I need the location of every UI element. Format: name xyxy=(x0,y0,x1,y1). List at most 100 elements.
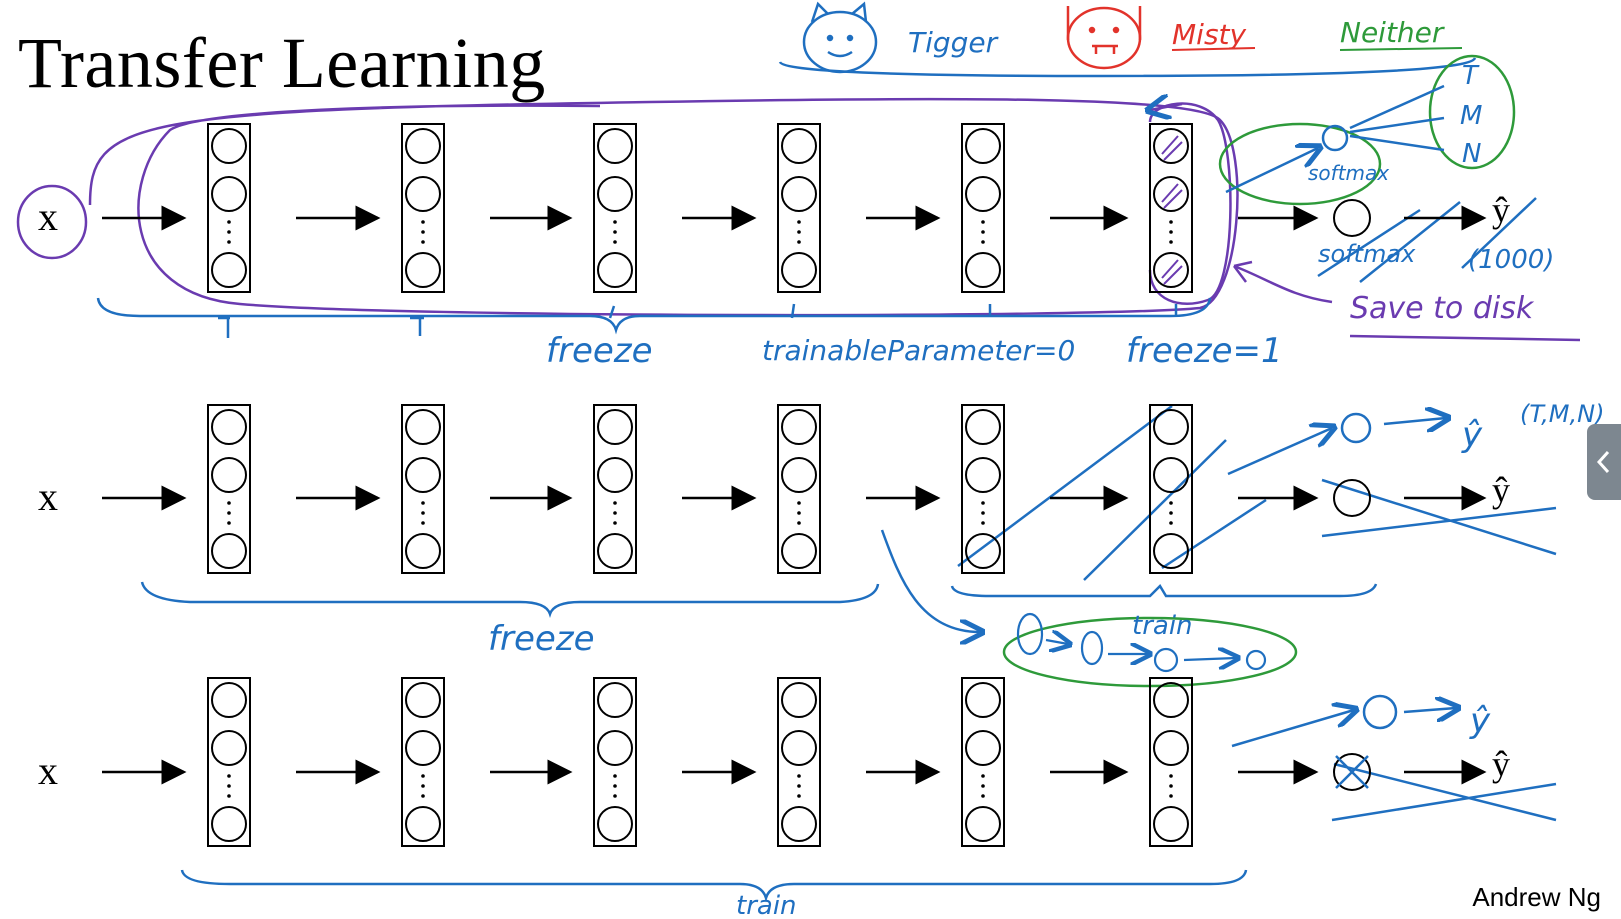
neuron xyxy=(597,806,633,842)
ellipsis-dot xyxy=(797,511,801,515)
row1-freeze-label: freeze xyxy=(546,331,653,371)
layer-box xyxy=(207,677,251,847)
neuron xyxy=(1153,252,1189,288)
output-neuron xyxy=(1333,479,1371,517)
network-rows: x ŷ x ŷ x ŷ xyxy=(38,123,1510,847)
ellipsis-dot xyxy=(227,784,231,788)
ellipsis-dot xyxy=(981,230,985,234)
row2-train-label: train xyxy=(1132,611,1193,641)
ellipsis-dot xyxy=(981,521,985,525)
slide-title: Transfer Learning xyxy=(18,23,546,103)
neuron xyxy=(211,176,247,212)
ellipsis-dot xyxy=(227,230,231,234)
neuron xyxy=(211,409,247,445)
new-softmax-group: softmax T M N xyxy=(1218,54,1516,206)
ellipsis-dot xyxy=(227,220,231,224)
neuron xyxy=(597,252,633,288)
layer-box xyxy=(1149,677,1193,847)
neuron xyxy=(597,176,633,212)
neuron xyxy=(781,730,817,766)
ellipsis-dot xyxy=(1169,240,1173,244)
layer-box xyxy=(593,677,637,847)
output-M: M xyxy=(1460,101,1482,131)
neuron xyxy=(405,730,441,766)
ellipsis-dot xyxy=(613,501,617,505)
ellipsis-dot xyxy=(421,794,425,798)
neuron xyxy=(965,806,1001,842)
layer-box xyxy=(777,404,821,574)
neuron xyxy=(1153,730,1189,766)
output-yhat-label: ŷ xyxy=(1492,190,1510,230)
ellipsis-dot xyxy=(1169,511,1173,515)
ellipsis-dot xyxy=(613,240,617,244)
ellipsis-dot xyxy=(1169,501,1173,505)
input-x-label: x xyxy=(38,474,58,519)
neuron xyxy=(405,806,441,842)
author-credit: Andrew Ng xyxy=(1472,882,1601,912)
neuron xyxy=(965,682,1001,718)
output-N: N xyxy=(1462,139,1481,169)
layer-box xyxy=(593,123,637,293)
class-label-misty: Misty xyxy=(1172,18,1247,51)
neuron xyxy=(965,457,1001,493)
neuron xyxy=(781,533,817,569)
hatch-mark xyxy=(1161,259,1183,285)
input-x-label: x xyxy=(38,194,58,239)
ellipsis-dot xyxy=(981,511,985,515)
layer-box xyxy=(1149,123,1193,293)
neuron xyxy=(965,409,1001,445)
ellipsis-dot xyxy=(613,774,617,778)
neuron xyxy=(405,682,441,718)
neuron xyxy=(405,533,441,569)
neuron xyxy=(781,806,817,842)
ellipsis-dot xyxy=(613,220,617,224)
ellipsis-dot xyxy=(613,521,617,525)
row2-train-bubble: train xyxy=(1002,611,1298,688)
ellipsis-dot xyxy=(421,501,425,505)
ellipsis-dot xyxy=(797,230,801,234)
output-yhat-label: ŷ xyxy=(1492,470,1510,510)
neuron xyxy=(965,128,1001,164)
row1-brace xyxy=(96,297,1212,338)
neuron xyxy=(597,533,633,569)
neuron xyxy=(1153,128,1189,164)
neuron xyxy=(211,730,247,766)
ellipsis-dot xyxy=(1169,521,1173,525)
ellipsis-dot xyxy=(227,794,231,798)
hatch-mark xyxy=(1161,183,1183,209)
neuron xyxy=(781,128,817,164)
neuron xyxy=(211,682,247,718)
input-x-label: x xyxy=(38,748,58,793)
ellipsis-dot xyxy=(1169,230,1173,234)
chevron-left-icon xyxy=(1596,450,1610,474)
ellipsis-dot xyxy=(797,220,801,224)
output-neuron xyxy=(1333,199,1371,237)
side-panel-toggle[interactable] xyxy=(1587,424,1621,500)
neuron xyxy=(1153,533,1189,569)
neuron xyxy=(211,457,247,493)
row3-yhat-new: ŷ xyxy=(1469,701,1491,741)
neuron xyxy=(965,252,1001,288)
neuron xyxy=(405,252,441,288)
output-neuron xyxy=(1333,753,1371,791)
ellipsis-dot xyxy=(981,794,985,798)
ellipsis-dot xyxy=(421,240,425,244)
layer-box xyxy=(961,123,1005,293)
ellipsis-dot xyxy=(981,774,985,778)
layer-box xyxy=(961,404,1005,574)
neuron xyxy=(405,128,441,164)
ellipsis-dot xyxy=(981,501,985,505)
neuron xyxy=(405,409,441,445)
layer-box xyxy=(593,404,637,574)
neuron xyxy=(781,457,817,493)
ellipsis-dot xyxy=(797,240,801,244)
ellipsis-dot xyxy=(797,501,801,505)
neuron xyxy=(781,252,817,288)
neuron xyxy=(1153,806,1189,842)
ellipsis-dot xyxy=(797,774,801,778)
layer-box xyxy=(207,404,251,574)
neuron xyxy=(781,409,817,445)
ellipsis-dot xyxy=(227,240,231,244)
